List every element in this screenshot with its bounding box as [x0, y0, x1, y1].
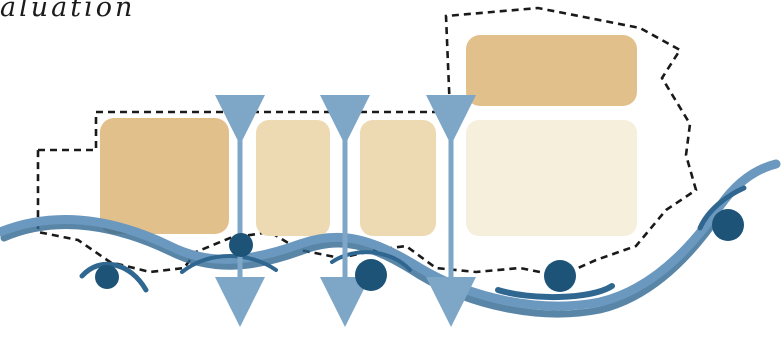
top-right-block	[466, 35, 637, 106]
middle-left-block	[256, 120, 330, 236]
middle-right-block	[360, 120, 436, 236]
dot-3	[355, 259, 387, 291]
left-block	[100, 118, 229, 234]
dot-2	[229, 233, 253, 257]
right-block	[466, 120, 637, 236]
dot-5	[712, 209, 744, 241]
dot-4	[544, 260, 576, 292]
dot-1	[95, 265, 119, 289]
